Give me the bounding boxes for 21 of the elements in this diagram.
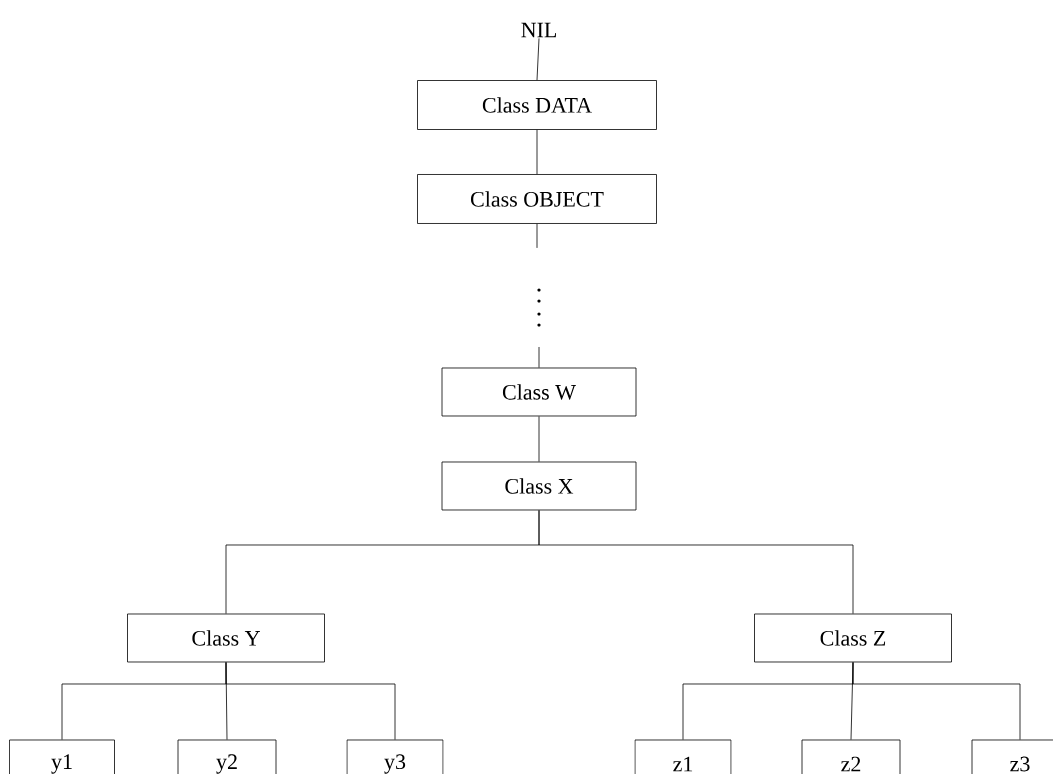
class-box: y2 [177,739,277,774]
class-box: z2 [801,739,901,774]
connector-line [538,510,854,614]
class-box: Class Z [754,613,952,663]
root-label: NIL [521,22,556,38]
connector-line [852,662,1021,740]
connector-line [538,346,540,368]
class-box: y3 [346,739,444,774]
class-box: z3 [971,739,1053,774]
class-box: Class DATA [417,80,657,130]
connector-line [536,129,538,175]
class-box: Class W [441,367,637,417]
connector-line [536,38,540,81]
class-box: Class Y [127,613,325,663]
class-box: z1 [634,739,732,774]
class-box: Class X [441,461,637,511]
class-box: y1 [9,739,115,774]
class-box: Class OBJECT [417,174,657,224]
connector-line [536,223,538,249]
connector-line [225,662,396,740]
connector-line [538,416,540,462]
